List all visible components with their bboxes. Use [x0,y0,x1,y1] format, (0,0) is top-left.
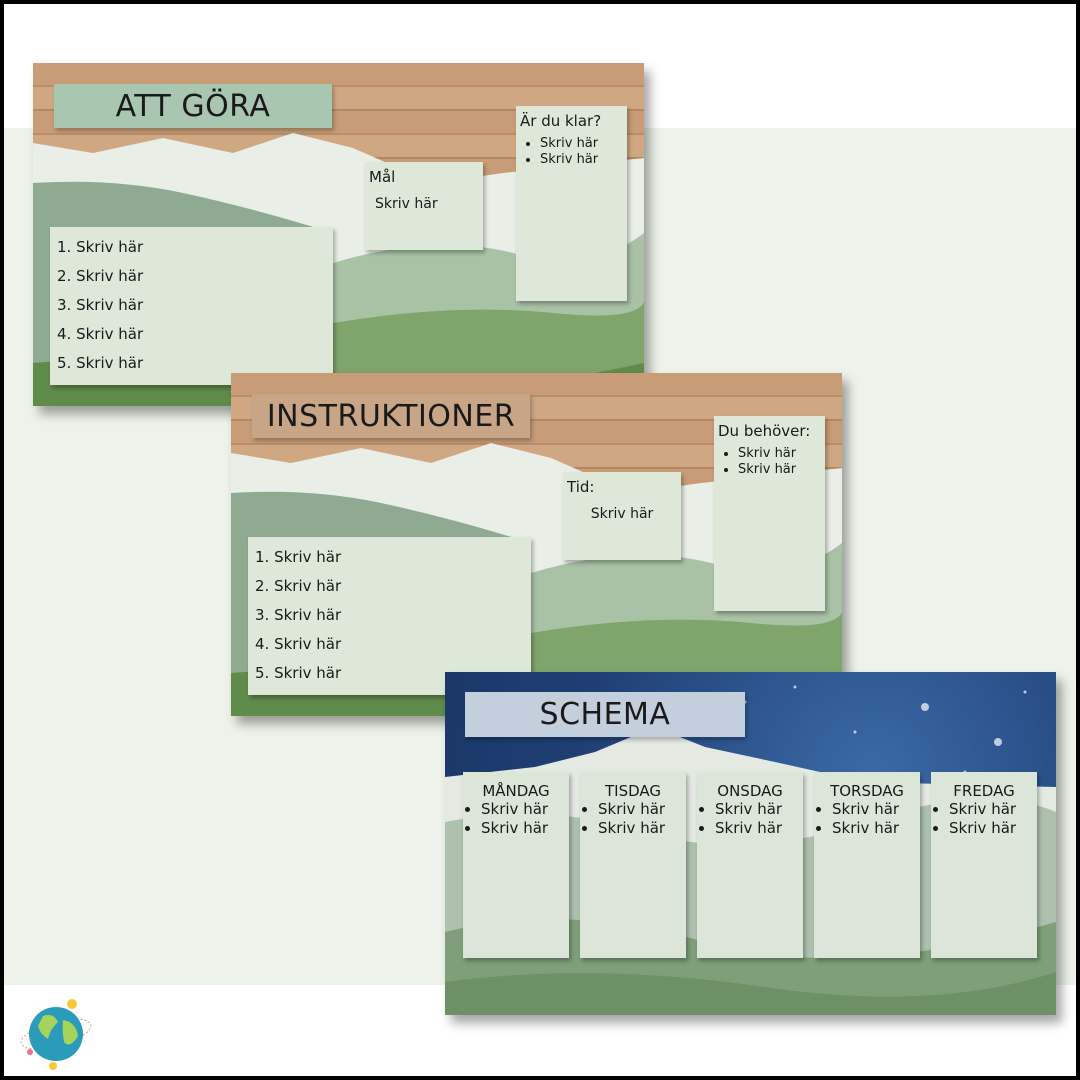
slide-title[interactable]: INSTRUKTIONER [252,394,530,438]
small-box-label: Tid: [567,478,595,496]
day-item: Skriv här [715,819,803,838]
tall-info-box[interactable]: Du behöver: Skriv härSkriv här [714,416,825,611]
tall-box-item: Skriv här [738,446,825,462]
day-column[interactable]: TISDAG Skriv härSkriv här [580,772,686,958]
day-item: Skriv här [715,800,803,819]
day-name: TISDAG [604,782,661,800]
tall-box-item: Skriv här [540,152,627,168]
day-item: Skriv här [598,800,686,819]
list-item: 3. Skriv här [57,296,144,314]
slide-att-gora: ATT GÖRA Mål Skriv här Är du klar? Skriv… [33,63,644,406]
list-item: 5. Skriv här [57,354,144,372]
small-box-text: Skriv här [590,506,654,522]
numbered-list-box[interactable]: 1. Skriv här 2. Skriv här 3. Skriv här 4. S… [248,537,531,695]
day-column[interactable]: FREDAG Skriv härSkriv här [931,772,1037,958]
slide-instruktioner: INSTRUKTIONER Tid: Skriv här Du behöver:… [231,373,842,716]
list-item: 5. Skriv här [255,664,342,682]
small-info-box[interactable]: Tid: Skriv här [563,472,681,560]
day-column[interactable]: MÅNDAG Skriv härSkriv här [463,772,569,958]
preview-canvas: ATT GÖRA Mål Skriv här Är du klar? Skriv… [4,4,1076,1076]
day-item: Skriv här [949,800,1037,819]
small-info-box[interactable]: Mål Skriv här [365,162,483,250]
tall-info-box[interactable]: Är du klar? Skriv härSkriv här [516,106,627,301]
list-item: 1. Skriv här [255,548,342,566]
tall-box-item: Skriv här [738,462,825,478]
slide-schema: SCHEMA MÅNDAG Skriv härSkriv här TISDAG … [445,672,1056,1015]
list-item: 4. Skriv här [57,325,144,343]
day-column[interactable]: ONSDAG Skriv härSkriv här [697,772,803,958]
day-item: Skriv här [598,819,686,838]
day-item: Skriv här [481,800,569,819]
day-item: Skriv här [832,819,920,838]
list-item: 4. Skriv här [255,635,342,653]
list-item: 2. Skriv här [255,577,342,595]
day-name: TORSDAG [830,782,904,800]
list-item: 3. Skriv här [255,606,342,624]
globe-logo-icon [20,999,92,1070]
tall-box-label: Du behöver: [718,422,811,440]
small-box-label: Mål [369,168,396,186]
day-name: ONSDAG [717,782,783,800]
small-box-text: Skriv här [375,196,438,212]
day-column[interactable]: TORSDAG Skriv härSkriv här [814,772,920,958]
day-item: Skriv här [949,819,1037,838]
tall-box-label: Är du klar? [520,112,602,130]
slide-title[interactable]: SCHEMA [465,692,745,737]
day-item: Skriv här [832,800,920,819]
tall-box-item: Skriv här [540,136,627,152]
slide-title[interactable]: ATT GÖRA [54,84,332,128]
day-item: Skriv här [481,819,569,838]
day-name: MÅNDAG [482,782,550,800]
numbered-list-box[interactable]: 1. Skriv här 2. Skriv här 3. Skriv här 4. S… [50,227,333,385]
list-item: 1. Skriv här [57,238,144,256]
list-item: 2. Skriv här [57,267,144,285]
day-name: FREDAG [953,782,1015,800]
